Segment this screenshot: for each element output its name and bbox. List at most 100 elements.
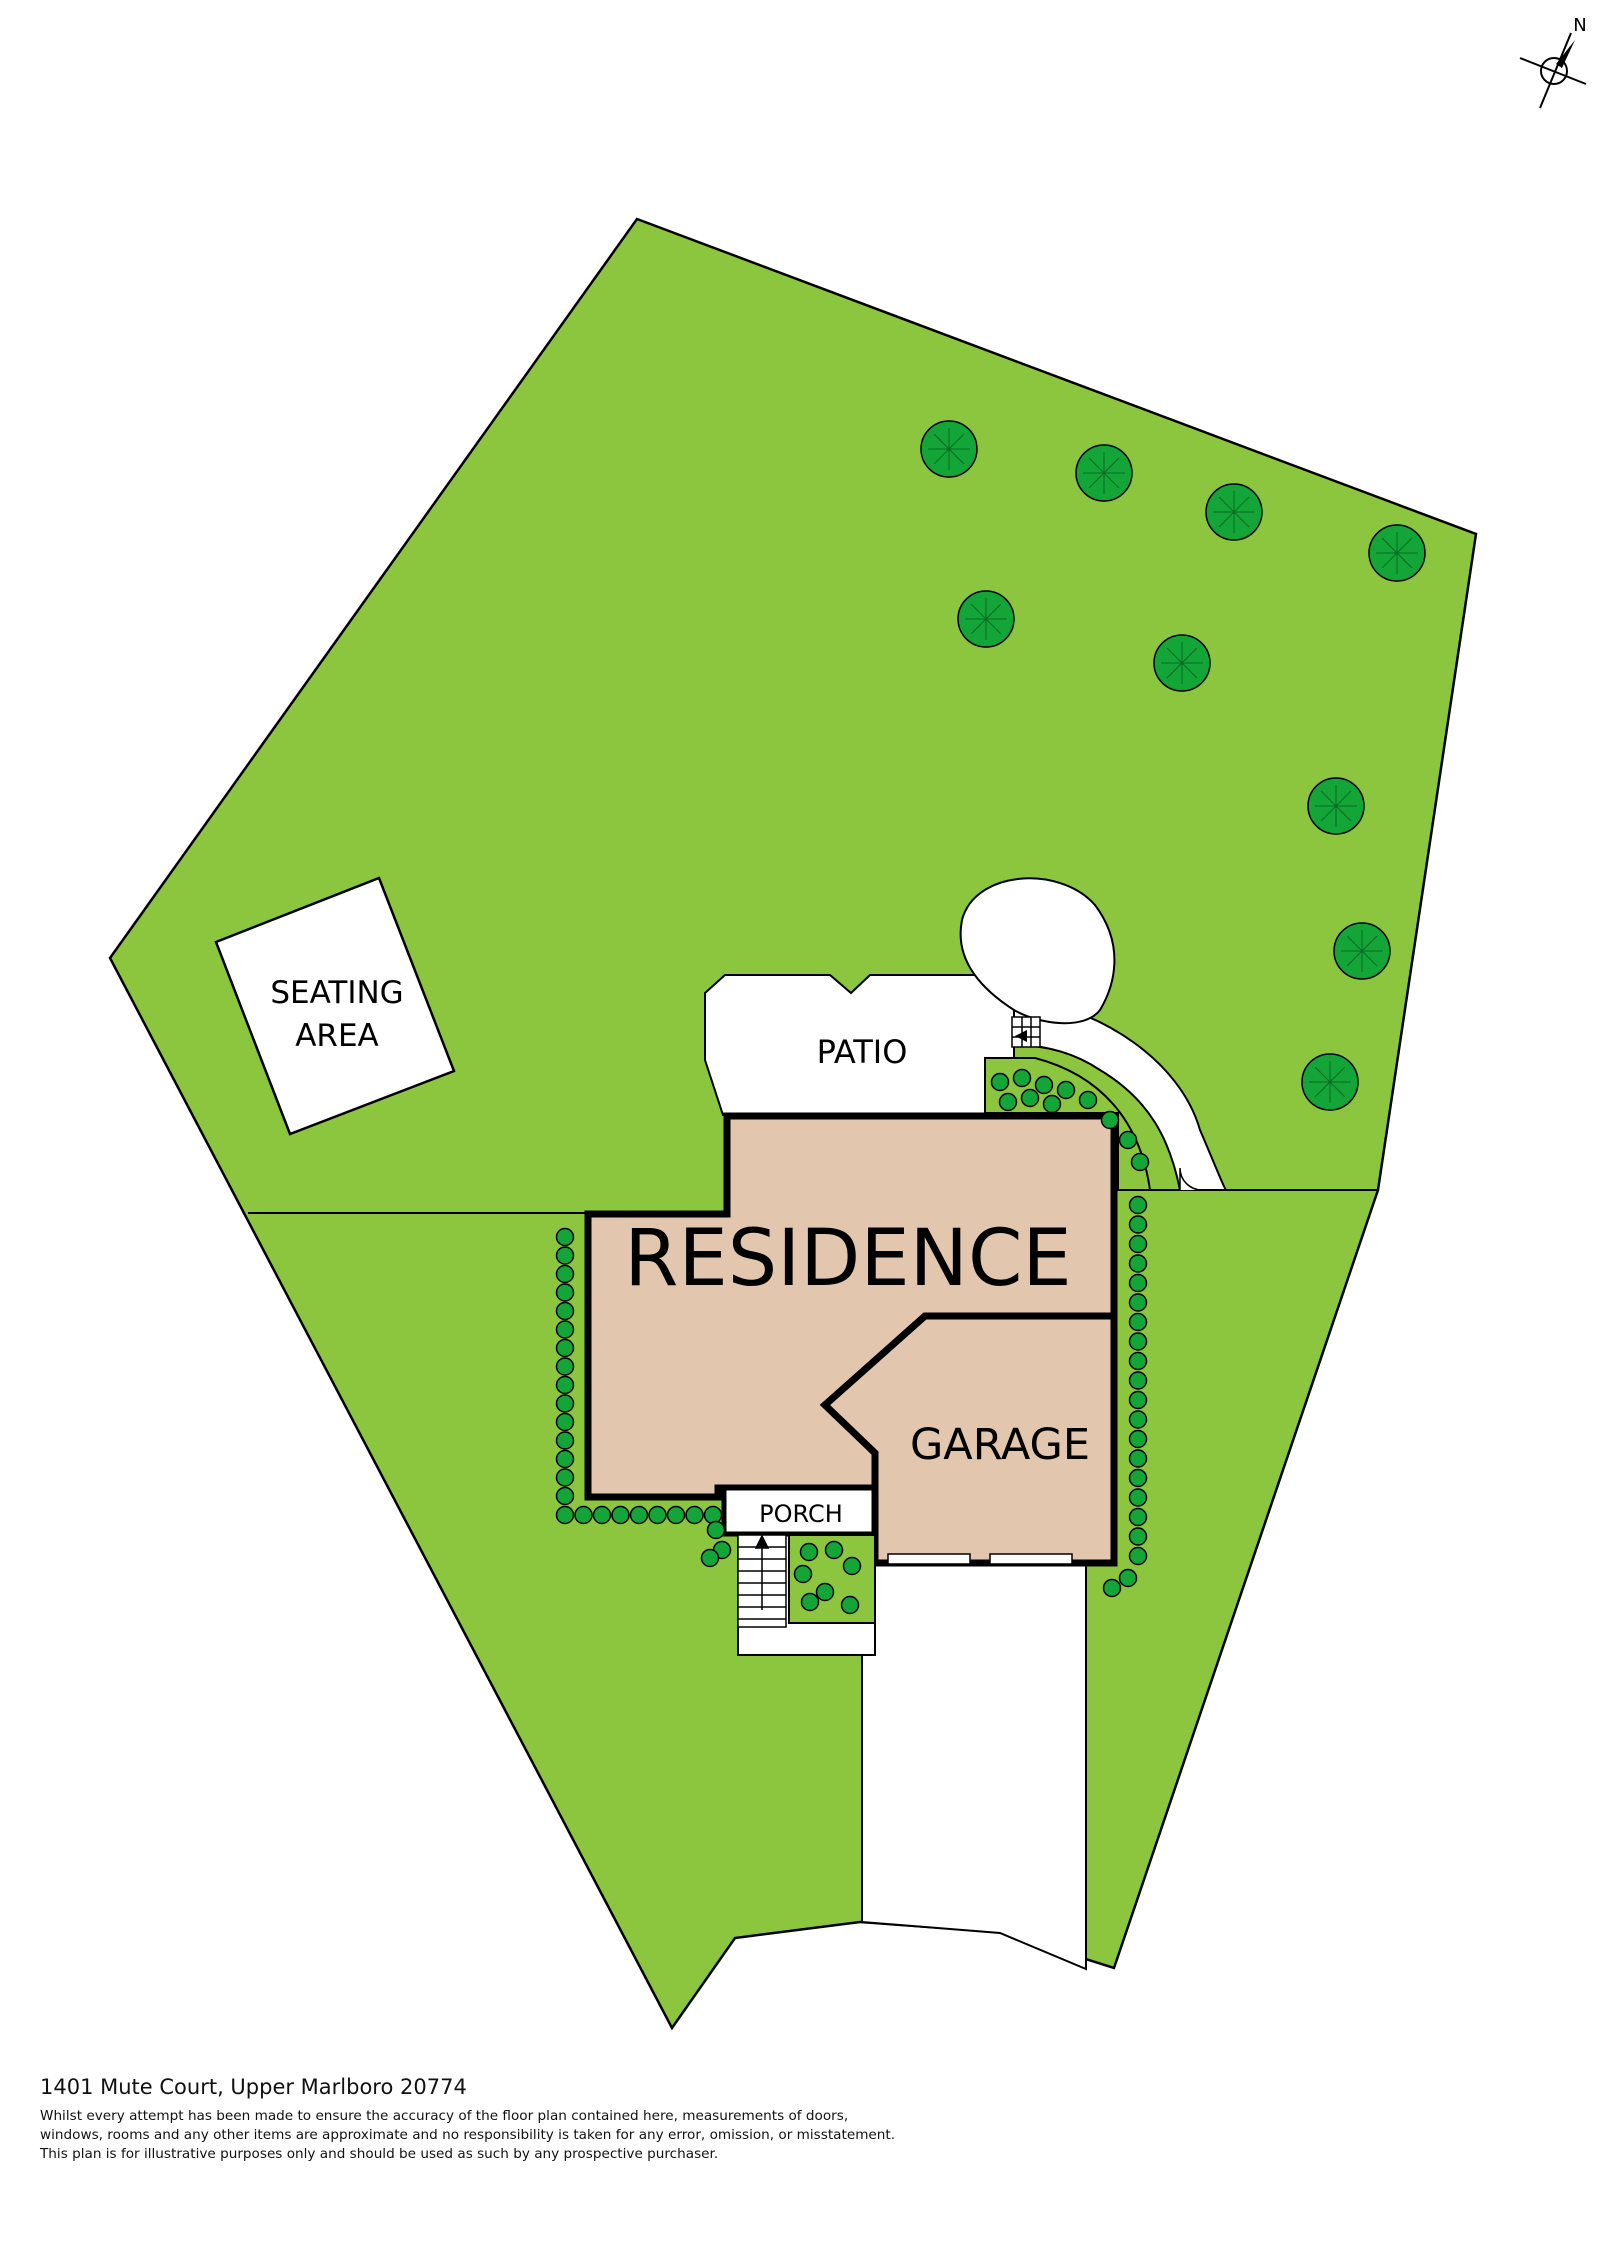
shrub: [555, 1264, 575, 1284]
shrub: [1128, 1527, 1148, 1546]
residence-label: RESIDENCE: [624, 1214, 1071, 1304]
tree: [1301, 1053, 1359, 1111]
driveway: [861, 1559, 1087, 1971]
shrub: [1128, 1429, 1148, 1449]
shrub: [666, 1505, 686, 1525]
disclaimer-line-1: Whilst every attempt has been made to en…: [40, 2108, 849, 2124]
shrub: [555, 1394, 575, 1413]
shrub: [1128, 1293, 1148, 1312]
trees-layer: [920, 420, 1426, 1111]
shrub: [574, 1505, 593, 1525]
shrub: [555, 1431, 575, 1450]
garden-path: [1013, 998, 1227, 1191]
porch-label: PORCH: [759, 1500, 843, 1528]
shrub: [1100, 1110, 1120, 1130]
shrub: [1128, 1468, 1148, 1488]
disclaimer-line-3: This plan is for illustrative purposes o…: [40, 2146, 719, 2162]
shrub: [611, 1505, 630, 1525]
shrub: [555, 1412, 575, 1432]
door-arrow-icon: [1015, 1030, 1027, 1042]
shrub: [555, 1283, 575, 1302]
shrub: [555, 1357, 575, 1376]
shrub: [555, 1338, 575, 1358]
shrub: [1128, 1351, 1148, 1371]
shrub: [1020, 1088, 1040, 1108]
shrub: [1128, 1410, 1148, 1429]
garage-door-left: [887, 1553, 971, 1565]
compass-north-label: N: [1573, 15, 1586, 36]
shrub: [1128, 1215, 1148, 1234]
shrub: [1128, 1390, 1148, 1410]
shrub: [1128, 1371, 1148, 1390]
shrub: [1042, 1094, 1062, 1114]
tree: [1075, 444, 1133, 502]
shrub: [1128, 1507, 1148, 1527]
shrub: [555, 1486, 575, 1506]
patio-steps: [1011, 1016, 1041, 1048]
shrubs-layer: [555, 1068, 1150, 1615]
tree: [957, 590, 1015, 648]
shrub: [700, 1548, 720, 1568]
disclaimer: Whilst every attempt has been made to en…: [40, 2107, 1040, 2164]
shrub: [1012, 1068, 1032, 1088]
shrub: [799, 1542, 819, 1562]
shrub: [1128, 1312, 1148, 1332]
shrub: [555, 1301, 575, 1321]
tree: [1307, 777, 1365, 835]
compass-icon: N: [1519, 15, 1587, 109]
shrub: [648, 1505, 667, 1525]
shrub: [842, 1556, 862, 1576]
seating-area-label-line2: AREA: [295, 1018, 379, 1054]
seating-area-label-line1: SEATING: [270, 975, 403, 1011]
shrub: [1130, 1152, 1150, 1172]
tree: [1333, 922, 1391, 980]
shrub: [990, 1072, 1010, 1092]
seating-area: [214, 876, 456, 1136]
shrub: [555, 1468, 575, 1487]
shrub: [1118, 1130, 1138, 1150]
shrub: [703, 1505, 723, 1525]
shrub: [592, 1505, 612, 1525]
shrub: [555, 1320, 575, 1339]
shrub: [1128, 1234, 1148, 1254]
shrub: [1128, 1332, 1148, 1351]
shrub: [824, 1540, 844, 1560]
door-swing-path: [1179, 1167, 1203, 1191]
shrub: [1102, 1578, 1122, 1598]
shrub: [1128, 1195, 1148, 1215]
shrub: [555, 1246, 575, 1265]
shrub: [793, 1564, 813, 1584]
garage-door-right: [989, 1553, 1073, 1565]
patio-label: PATIO: [817, 1033, 908, 1071]
shrub: [1078, 1090, 1098, 1110]
shrub: [815, 1582, 835, 1602]
tree: [1153, 634, 1211, 692]
shrub: [685, 1505, 704, 1525]
shrub: [555, 1227, 575, 1247]
shrub: [706, 1520, 726, 1540]
shrub: [1128, 1546, 1148, 1566]
shrub: [1034, 1075, 1054, 1095]
shrub: [800, 1592, 820, 1612]
shrub: [1056, 1080, 1076, 1100]
shrub: [1128, 1488, 1148, 1507]
shrub: [555, 1449, 575, 1469]
round-patio: [959, 877, 1116, 1025]
property-address: 1401 Mute Court, Upper Marlboro 20774: [40, 2075, 467, 2099]
shrub: [1128, 1273, 1148, 1293]
shrub: [1118, 1568, 1138, 1588]
shrub: [555, 1505, 575, 1525]
shrub: [629, 1505, 649, 1525]
shrub: [998, 1092, 1018, 1112]
shrub: [1128, 1254, 1148, 1273]
tree: [920, 420, 978, 478]
porch-stairs: [737, 1534, 787, 1628]
shrub: [555, 1375, 575, 1395]
shrub: [840, 1595, 860, 1615]
shrub: [1128, 1449, 1148, 1468]
tree: [1205, 483, 1263, 541]
footer: 1401 Mute Court, Upper Marlboro 20774 Wh…: [40, 2075, 1040, 2164]
garage-label: GARAGE: [910, 1420, 1090, 1470]
tree: [1368, 524, 1426, 582]
